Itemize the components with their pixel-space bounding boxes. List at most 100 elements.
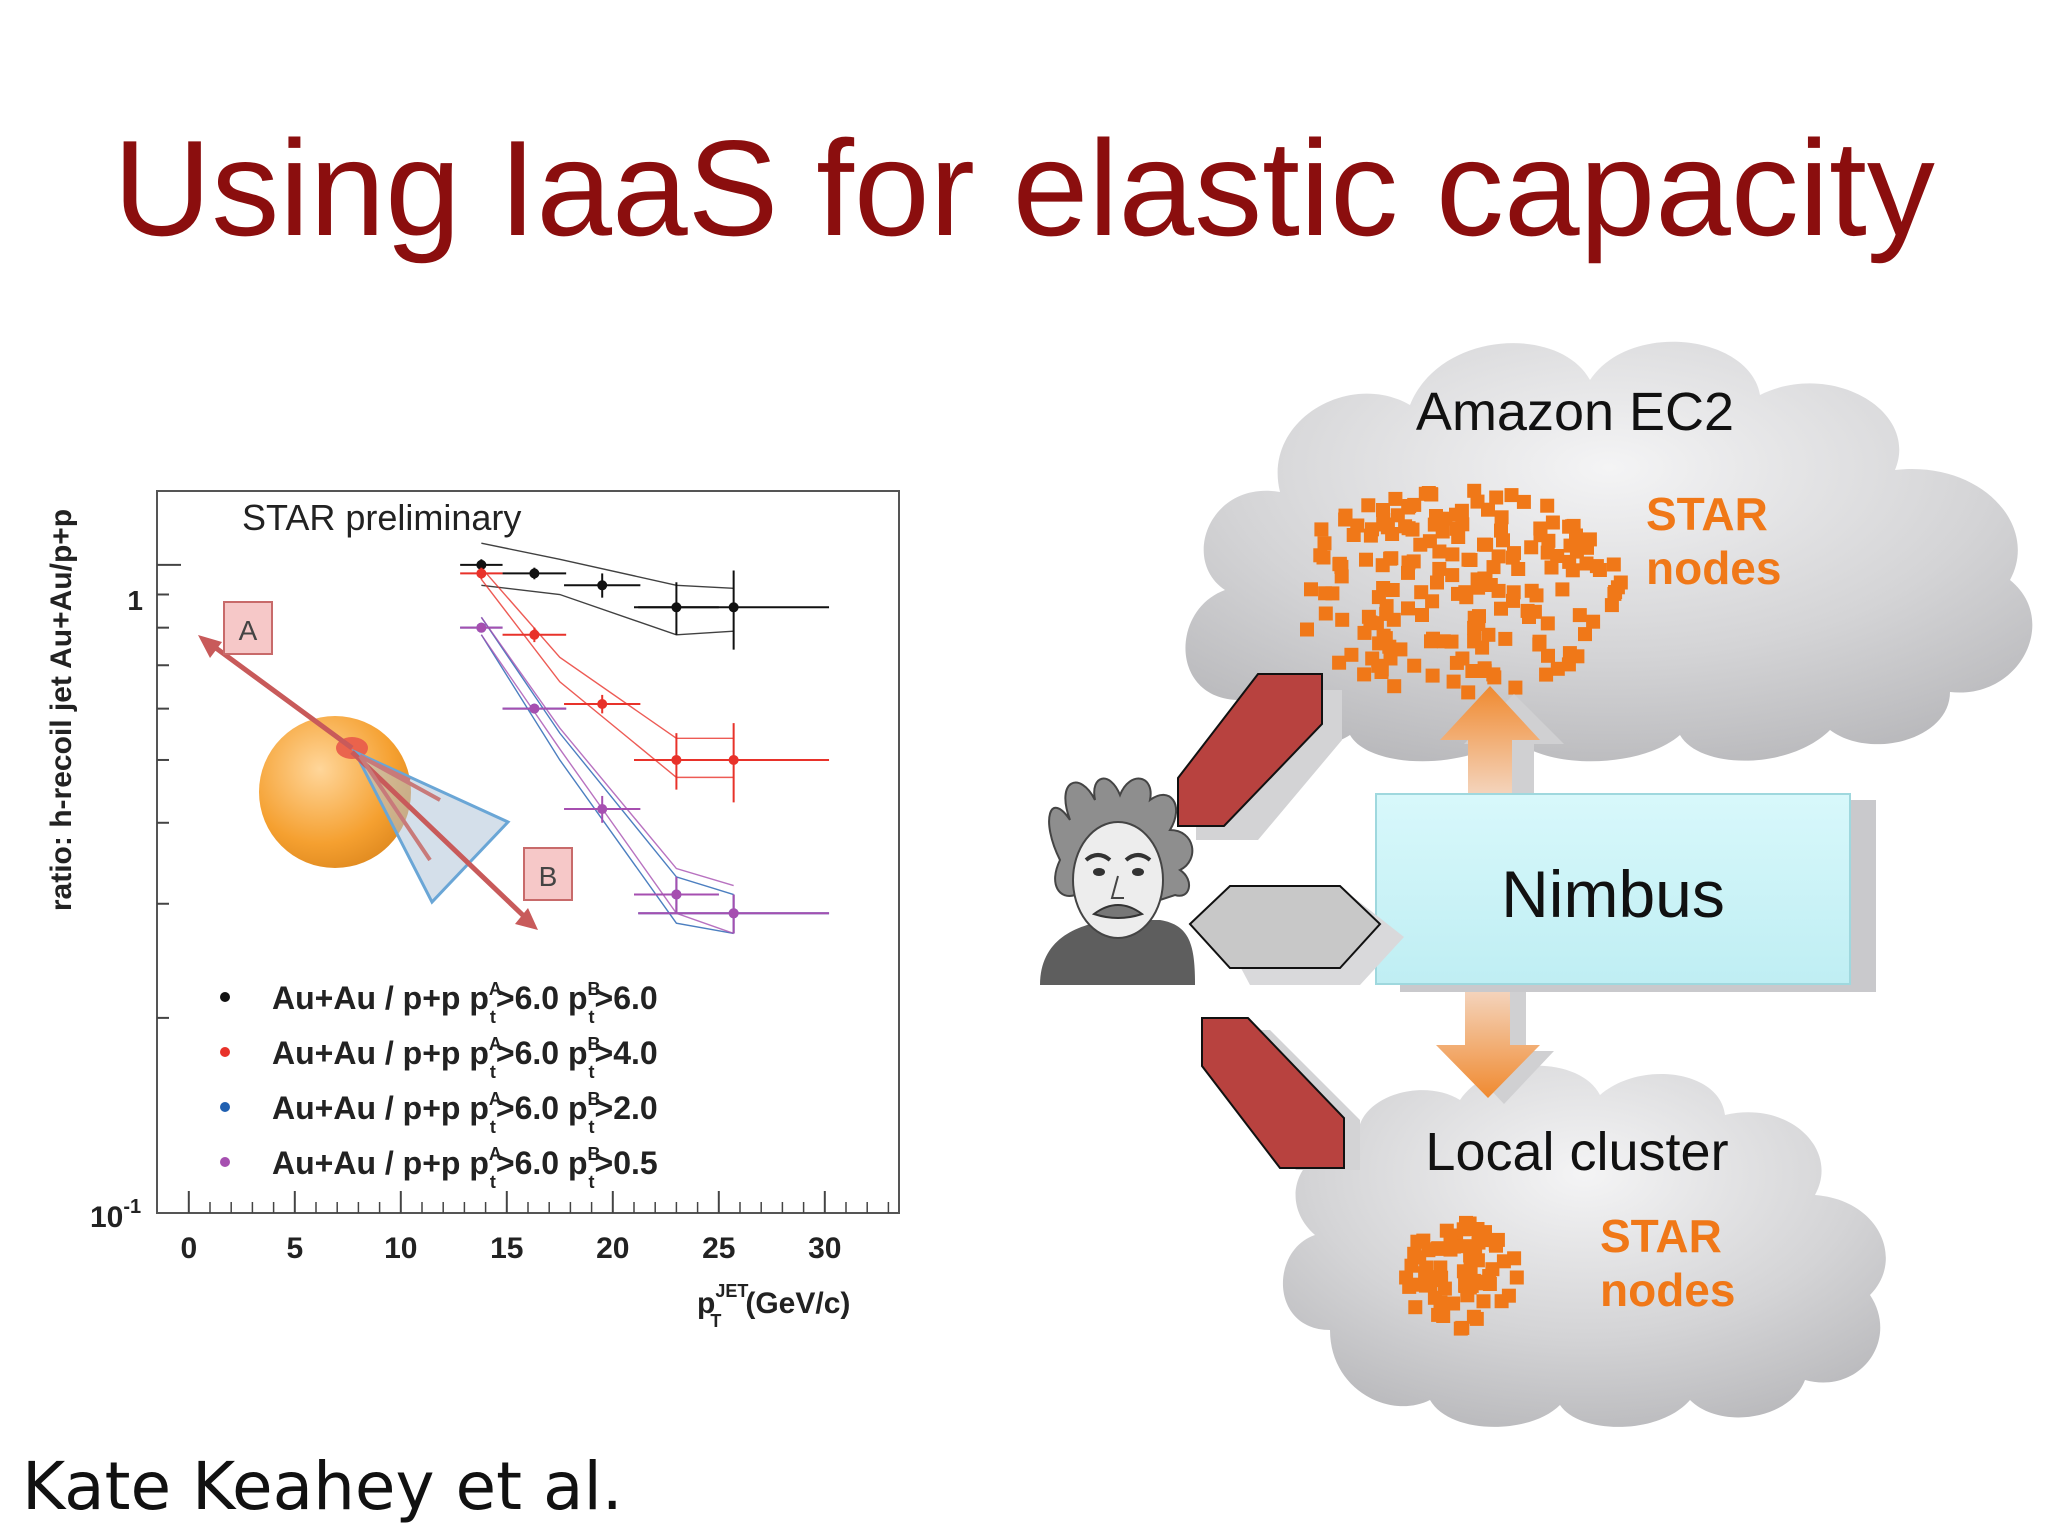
star-node-square — [1378, 631, 1393, 646]
cloud-icon-amazon-ec2 — [1185, 341, 2033, 762]
star-node-square — [1586, 614, 1601, 629]
star-node-square — [1361, 609, 1376, 624]
systematic-band-edge — [480, 634, 734, 935]
star-node-square — [1496, 533, 1510, 548]
star-node-square — [1477, 537, 1491, 552]
cloud-icon-local-cluster — [1282, 1065, 1886, 1427]
star-node-square — [1325, 586, 1340, 601]
portrait-shoulders — [1040, 920, 1195, 985]
star-node-square — [1385, 527, 1400, 541]
red-arrow-down-shadow — [1220, 1030, 1360, 1170]
star-node-square — [1520, 603, 1535, 618]
star-node-square — [1410, 1234, 1425, 1249]
star-node-square — [1430, 1241, 1445, 1256]
star-node-square — [1449, 1231, 1464, 1246]
star-node-square — [1566, 518, 1581, 533]
star-node-square — [1316, 550, 1331, 565]
star-node-square — [1462, 1280, 1477, 1295]
star-node-square — [1471, 1235, 1486, 1250]
label-b: B — [539, 861, 558, 892]
star-node-square — [1487, 670, 1502, 685]
star-node-square — [1463, 1248, 1478, 1263]
legend-marker — [220, 1102, 230, 1112]
star-node-square — [1375, 558, 1390, 573]
star-node-square — [1318, 606, 1333, 621]
legend-marker — [220, 1157, 230, 1167]
star-node-square — [1563, 538, 1578, 553]
star-node-square — [1481, 627, 1496, 642]
star-node-square — [1412, 1250, 1427, 1265]
star-node-square — [1463, 1261, 1478, 1276]
hexagonal-arrow-icon-center — [1188, 885, 1404, 985]
data-point — [671, 889, 682, 900]
star-node-square — [1425, 668, 1440, 683]
star-node-square — [1482, 1269, 1497, 1283]
star-node-square — [1613, 575, 1628, 590]
star-node-square — [1475, 640, 1490, 655]
star-node-square — [1377, 517, 1392, 532]
star-node-square — [1401, 601, 1415, 616]
star-node-square — [1533, 528, 1548, 543]
star-node-square — [1415, 608, 1429, 622]
star-node-square — [1477, 571, 1492, 586]
star-node-square — [1427, 517, 1442, 532]
star-node-square — [1529, 588, 1544, 603]
star-node-square — [1511, 562, 1526, 576]
star-node-square — [1379, 599, 1394, 614]
star-node-square — [1610, 580, 1625, 595]
star-node-square — [1406, 554, 1421, 569]
star-node-square — [1463, 553, 1478, 567]
star-node-square — [1607, 586, 1622, 601]
star-node-square — [1376, 628, 1391, 643]
star-node-square — [1398, 519, 1413, 534]
star-node-square — [1458, 585, 1473, 600]
star-node-square — [1332, 556, 1347, 571]
star-node-square — [1532, 637, 1547, 652]
star-node-square — [1481, 502, 1495, 517]
label-a-box — [223, 601, 273, 655]
star-node-square — [1418, 1278, 1433, 1293]
down-arrow — [1436, 985, 1540, 1098]
systematic-bands — [480, 542, 734, 935]
star-node-square — [1471, 617, 1486, 631]
star-node-square — [1386, 612, 1401, 627]
star-node-square — [1401, 521, 1416, 536]
star-node-square — [1501, 1288, 1516, 1303]
star-node-square — [1390, 508, 1405, 523]
star-node-square — [1408, 1300, 1423, 1315]
star-node-square — [1451, 586, 1465, 601]
cloud-bottom-nodes-label-1: STAR — [1600, 1210, 1722, 1262]
star-node-square — [1455, 517, 1470, 532]
star-node-square — [1458, 1277, 1473, 1292]
star-node-square — [1313, 548, 1328, 563]
star-node-square — [1482, 1277, 1497, 1291]
star-node-square — [1579, 556, 1594, 571]
star-node-square — [1505, 550, 1520, 565]
star-node-square — [1317, 536, 1332, 551]
star-node-square — [1483, 578, 1498, 592]
star-node-square — [1426, 1273, 1441, 1288]
star-node-square — [1444, 634, 1459, 649]
star-node-square — [1570, 649, 1585, 664]
star-node-square — [1376, 513, 1391, 528]
portrait-moustache — [1091, 904, 1145, 919]
star-node-square — [1446, 1239, 1461, 1254]
star-node-square — [1466, 1309, 1481, 1324]
star-node-square — [1539, 667, 1554, 682]
up-arrow — [1440, 686, 1540, 800]
star-node-square — [1371, 658, 1386, 673]
star-node-square — [1338, 508, 1353, 523]
star-node-square — [1465, 664, 1480, 678]
star-node-square — [1425, 1270, 1440, 1285]
star-node-square — [1374, 665, 1389, 679]
data-point — [476, 559, 487, 570]
star-node-square — [1429, 509, 1443, 523]
star-node-square — [1466, 1273, 1481, 1288]
star-node-square — [1399, 1270, 1414, 1285]
star-node-square — [1578, 627, 1592, 642]
